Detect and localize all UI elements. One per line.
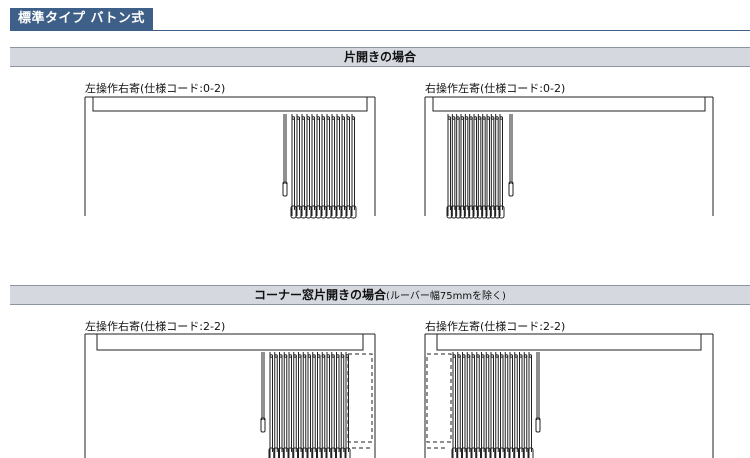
louver-hook	[486, 116, 491, 120]
louver-hook	[471, 354, 476, 358]
louver-hook	[490, 116, 495, 120]
diagram-caption-left-op-right: 左操作右寄(仕様コード:0-2)	[85, 82, 226, 95]
louver-hook	[485, 354, 490, 358]
louver-hook	[340, 354, 345, 358]
louver-bottom	[527, 447, 534, 458]
louver-bottom	[350, 205, 357, 219]
louver-hook	[469, 116, 473, 120]
diagram-caption-right-op-left: 右操作左寄(仕様コード:0-2)	[425, 82, 566, 95]
section-heading-text: 片開きの場合	[343, 50, 416, 64]
louver-hook	[499, 116, 504, 120]
section-heading-note: (ルーバー幅75mmを除く)	[386, 291, 506, 302]
head-rail	[436, 333, 702, 351]
diagram-corner-left-op-right	[84, 333, 376, 458]
louver-hook	[316, 116, 321, 120]
louver-hook	[447, 116, 452, 120]
louver-hook	[306, 116, 311, 120]
louver-hook	[495, 116, 499, 120]
louver-hook	[301, 116, 306, 120]
louver-hook	[326, 354, 331, 358]
louver-hook	[296, 116, 301, 120]
louver-hook	[451, 116, 456, 120]
louver-hook	[326, 116, 331, 120]
louver-hook	[312, 354, 316, 358]
louver-bottom	[344, 447, 351, 458]
louver-hook	[269, 354, 274, 358]
louver-hook	[321, 354, 326, 358]
louver-hook	[514, 354, 518, 358]
louver-hook	[298, 354, 302, 358]
louver-hook	[279, 354, 283, 358]
louver-hook	[464, 116, 469, 120]
diagram-right-op-left	[424, 96, 714, 219]
corner-louver-stack	[347, 353, 373, 443]
louver-hook	[302, 354, 307, 358]
louver-hook	[351, 116, 356, 120]
louver-hook	[519, 354, 523, 358]
diagram-caption-corner-left-op-right: 左操作右寄(仕様コード:2-2)	[85, 320, 226, 333]
section-heading-corner-window: コーナー窓片開きの場合(ルーバー幅75mmを除く)	[10, 285, 750, 305]
louver-hook	[452, 354, 457, 358]
louver-hook	[504, 354, 509, 358]
louver-hook	[288, 354, 293, 358]
louver-hook	[311, 116, 316, 120]
louver-hook	[274, 354, 278, 358]
baton-grip	[260, 417, 266, 433]
title-underline	[10, 30, 750, 31]
diagram-caption-corner-right-op-left: 右操作左寄(仕様コード:2-2)	[425, 320, 566, 333]
louver-hook	[466, 354, 471, 358]
louver-hook	[528, 354, 533, 358]
head-rail	[92, 96, 368, 112]
diagram-left-op-right	[84, 96, 376, 219]
louver-hook	[473, 116, 478, 120]
baton-grip	[535, 417, 541, 433]
head-rail	[96, 333, 364, 351]
page-title: 標準タイプ バトン式	[10, 8, 153, 30]
louver-hook	[476, 354, 480, 358]
louver-hook	[509, 354, 514, 358]
louver-hook	[346, 116, 351, 120]
diagram-corner-right-op-left	[424, 333, 714, 458]
louver-hook	[495, 354, 499, 358]
louver-hook	[345, 354, 350, 358]
louver-hook	[307, 354, 312, 358]
louver-hook	[490, 354, 495, 358]
louver-hook	[482, 116, 486, 120]
louver-hook	[336, 354, 340, 358]
louver-bottom	[498, 205, 505, 219]
head-rail	[432, 96, 706, 112]
louver-hook	[321, 116, 326, 120]
louver-hook	[341, 116, 346, 120]
louver-hook	[331, 354, 335, 358]
louver-hook	[293, 354, 297, 358]
corner-louver-stack	[426, 353, 452, 443]
louver-hook	[331, 116, 336, 120]
louver-hook	[336, 116, 341, 120]
louver-hook	[481, 354, 485, 358]
louver-hook	[500, 354, 504, 358]
louver-hook	[462, 354, 466, 358]
louver-hook	[317, 354, 321, 358]
section-heading-text: コーナー窓片開きの場合	[254, 288, 387, 302]
louver-hook	[460, 116, 465, 120]
baton-grip	[282, 181, 288, 197]
louver-hook	[456, 116, 460, 120]
louver-hook	[523, 354, 528, 358]
louver-hook	[283, 354, 288, 358]
louver-hook	[477, 116, 482, 120]
louver-hook	[291, 116, 296, 120]
baton-grip	[508, 181, 514, 197]
section-heading-single-open: 片開きの場合	[10, 47, 750, 67]
louver-hook	[457, 354, 461, 358]
